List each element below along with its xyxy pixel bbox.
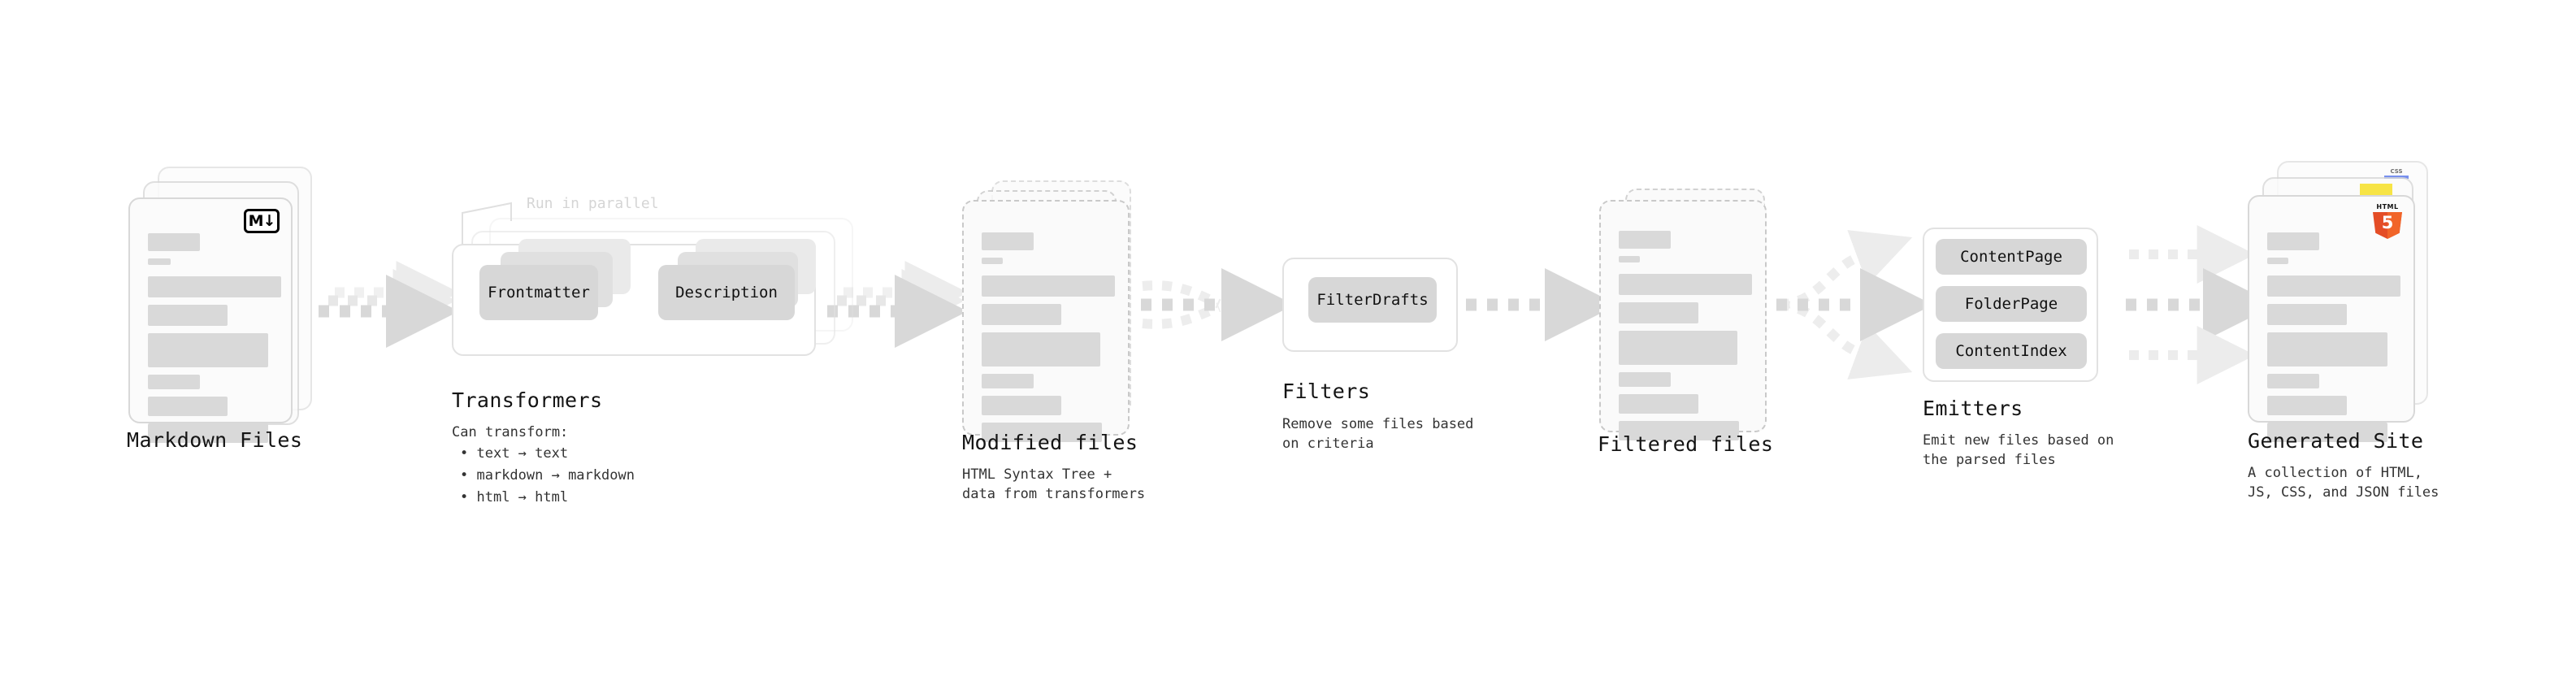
placeholder-line xyxy=(2267,396,2347,415)
placeholder-line xyxy=(2267,275,2400,297)
placeholder-line xyxy=(982,423,1102,442)
stage-title-markdown-files: Markdown Files xyxy=(127,428,303,452)
placeholder-line xyxy=(1619,274,1752,295)
stage-subtitle-transformers: Can transform: xyxy=(452,424,569,440)
html5-badge-digit: 5 xyxy=(2381,213,2394,232)
placeholder-line xyxy=(148,276,281,297)
chip-filterdrafts[interactable]: FilterDrafts xyxy=(1308,277,1437,323)
chip-frontmatter[interactable]: Frontmatter xyxy=(479,265,598,320)
placeholder-line xyxy=(2267,232,2319,250)
stage-transformers: Frontmatter Description xyxy=(452,218,858,364)
transformer-bullet-label: markdown → markdown xyxy=(476,467,635,484)
stage-markdown-files: M↓ xyxy=(128,167,315,443)
arrow-filtered-to-emitters xyxy=(1776,230,1933,380)
placeholder-line xyxy=(982,396,1061,415)
stage-title-filters: Filters xyxy=(1282,380,1371,403)
placeholder-line xyxy=(148,375,200,389)
markdown-badge-glyph: M↓ xyxy=(244,209,280,233)
placeholder-line xyxy=(1619,256,1640,262)
placeholder-line xyxy=(148,423,268,443)
placeholder-line xyxy=(1619,372,1671,387)
placeholder-line xyxy=(1619,421,1739,440)
doc-placeholder-lines xyxy=(2267,232,2400,449)
bullet-dot: • xyxy=(460,489,477,506)
placeholder-line xyxy=(982,332,1100,367)
doc-placeholder-lines xyxy=(982,232,1115,449)
placeholder-line xyxy=(148,258,171,265)
transformer-bullet-item: • html → html xyxy=(460,487,635,509)
placeholder-line xyxy=(982,232,1034,250)
placeholder-line xyxy=(982,258,1003,264)
transformer-bullet-item: • text → text xyxy=(460,443,635,465)
html5-badge-word: HTML xyxy=(2376,203,2399,210)
doc-card-front xyxy=(1599,200,1767,440)
placeholder-line xyxy=(2267,304,2347,325)
html5-badge: HTML 5 xyxy=(2373,203,2402,239)
transformer-bullet-label: text → text xyxy=(476,445,569,462)
stage-filtered-files xyxy=(1599,189,1786,440)
placeholder-line xyxy=(2267,332,2387,367)
doc-placeholder-lines xyxy=(148,233,281,450)
doc-card-front: HTML 5 xyxy=(2248,195,2415,442)
chip-folderpage[interactable]: FolderPage xyxy=(1936,286,2087,322)
placeholder-line xyxy=(1619,302,1698,323)
placeholder-line xyxy=(148,233,200,251)
arrow-markdown-to-transformers xyxy=(319,261,460,348)
transformer-bullet-item: • markdown → markdown xyxy=(460,465,635,487)
arrow-emitters-to-site xyxy=(2126,225,2276,384)
stage-title-transformers: Transformers xyxy=(452,388,603,412)
stage-generated-site: CSS HTML 5 xyxy=(2248,161,2443,442)
chip-description[interactable]: Description xyxy=(658,265,795,320)
placeholder-line xyxy=(148,397,228,416)
stage-modified-files xyxy=(962,180,1149,442)
placeholder-line xyxy=(148,333,268,367)
placeholder-line xyxy=(982,275,1115,297)
doc-card-front: M↓ xyxy=(128,197,293,443)
chip-contentpage[interactable]: ContentPage xyxy=(1936,239,2087,275)
placeholder-line xyxy=(2267,423,2387,442)
stage-subtitle-generated-site: A collection of HTML, JS, CSS, and JSON … xyxy=(2248,465,2439,501)
css-badge-label: CSS xyxy=(2390,168,2403,175)
bullet-dot: • xyxy=(460,467,477,484)
transformer-bullet-list: • text → text • markdown → markdown • ht… xyxy=(460,443,635,510)
stage-subtitle-filters: Remove some files based on criteria xyxy=(1282,416,1474,453)
markdown-badge: M↓ xyxy=(244,209,280,233)
stage-subtitle-emitters: Emit new files based on the parsed files xyxy=(1923,432,2114,469)
stage-title-modified-files: Modified files xyxy=(962,431,1138,454)
stage-emitters: ContentPage FolderPage ContentIndex xyxy=(1923,228,2098,382)
placeholder-line xyxy=(1619,331,1737,365)
run-in-parallel-label: Run in parallel xyxy=(527,195,659,212)
stage-title-emitters: Emitters xyxy=(1923,397,2023,420)
arrow-modified-to-filters xyxy=(1141,268,1295,341)
doc-card-front xyxy=(962,200,1130,442)
placeholder-line xyxy=(148,305,228,326)
placeholder-line xyxy=(2267,374,2319,388)
doc-placeholder-lines xyxy=(1619,231,1752,448)
stage-title-filtered-files: Filtered files xyxy=(1598,432,1774,456)
placeholder-line xyxy=(1619,231,1671,249)
bullet-dot: • xyxy=(460,445,477,462)
placeholder-line xyxy=(2267,258,2288,264)
placeholder-line xyxy=(1619,394,1698,414)
chip-contentindex[interactable]: ContentIndex xyxy=(1936,333,2087,369)
html5-badge-glyph: HTML 5 xyxy=(2373,203,2402,239)
transformer-bullet-label: html → html xyxy=(476,489,569,506)
placeholder-line xyxy=(982,304,1061,325)
stage-title-generated-site: Generated Site xyxy=(2248,429,2424,453)
stage-subtitle-modified-files: HTML Syntax Tree + data from transformer… xyxy=(962,466,1146,503)
placeholder-line xyxy=(982,374,1034,388)
stage-filters: FilterDrafts xyxy=(1282,258,1458,352)
